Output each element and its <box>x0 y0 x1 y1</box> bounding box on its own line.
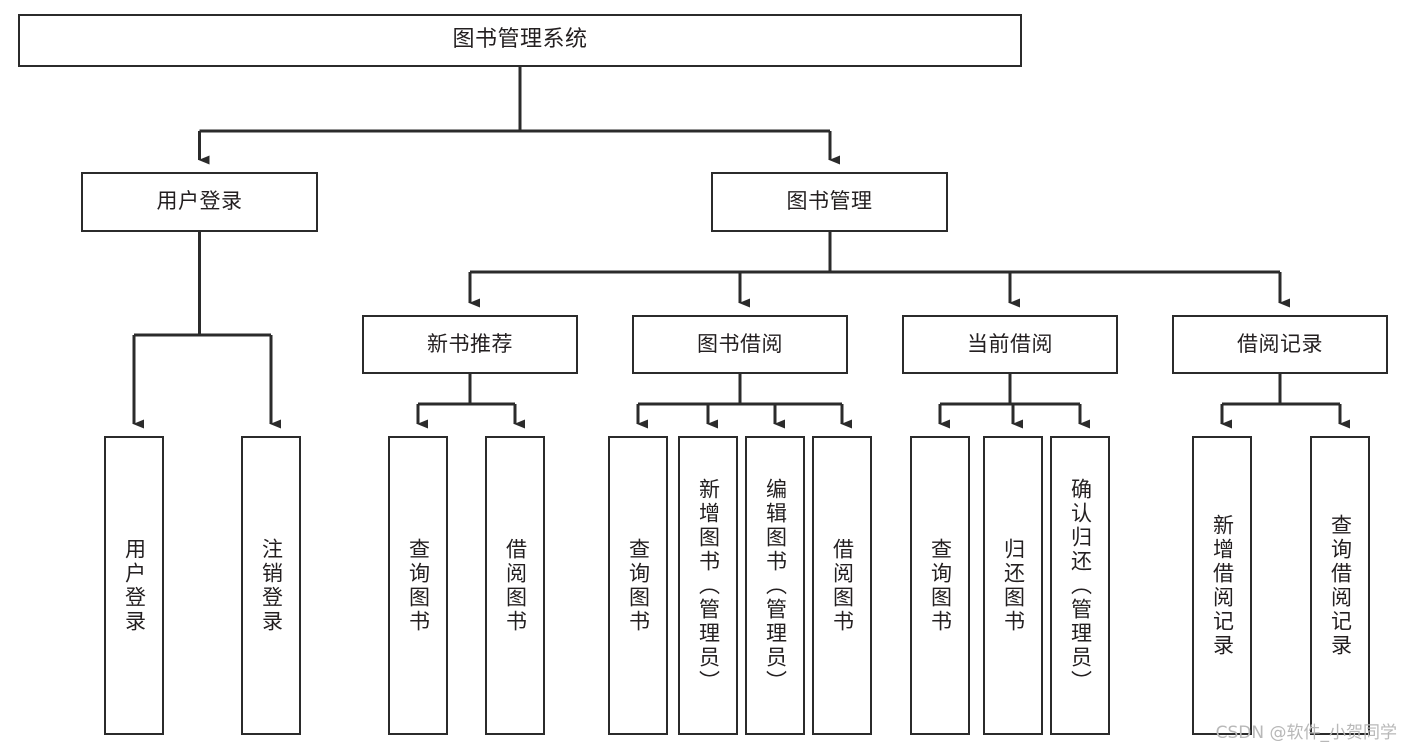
leaf-label: 查询图书 <box>626 537 651 634</box>
leaf-label: 借阅图书 <box>830 537 855 634</box>
leaf-borrow-edit-book-admin[interactable]: 编辑图书（管理员） <box>745 436 805 735</box>
leaf-newbook-query-book[interactable]: 查询图书 <box>388 436 448 735</box>
leaf-label: 确认归还（管理员） <box>1068 477 1093 694</box>
leaf-records-add-record[interactable]: 新增借阅记录 <box>1192 436 1252 735</box>
leaf-label: 编辑图书（管理员） <box>763 477 788 694</box>
node-user-login[interactable]: 用户登录 <box>81 172 318 232</box>
node-label: 借阅记录 <box>1237 331 1323 356</box>
node-borrow-records[interactable]: 借阅记录 <box>1172 315 1388 374</box>
leaf-current-confirm-return-admin[interactable]: 确认归还（管理员） <box>1050 436 1110 735</box>
node-current-borrow[interactable]: 当前借阅 <box>902 315 1118 374</box>
node-label: 新书推荐 <box>427 331 513 356</box>
leaf-label: 查询图书 <box>928 537 953 634</box>
leaf-records-query-record[interactable]: 查询借阅记录 <box>1310 436 1370 735</box>
leaf-current-return-book[interactable]: 归还图书 <box>983 436 1043 735</box>
leaf-borrow-query-book[interactable]: 查询图书 <box>608 436 668 735</box>
leaf-user-logout[interactable]: 注销登录 <box>241 436 301 735</box>
node-book-management[interactable]: 图书管理 <box>711 172 948 232</box>
leaf-label: 新增借阅记录 <box>1210 513 1235 658</box>
leaf-borrow-lend-book[interactable]: 借阅图书 <box>812 436 872 735</box>
leaf-label: 查询图书 <box>406 537 431 634</box>
leaf-label: 新增图书（管理员） <box>696 477 721 694</box>
leaf-newbook-borrow-book[interactable]: 借阅图书 <box>485 436 545 735</box>
node-label: 图书管理系统 <box>452 27 588 53</box>
leaf-label: 查询借阅记录 <box>1328 513 1353 658</box>
node-new-book-recommend[interactable]: 新书推荐 <box>362 315 578 374</box>
leaf-user-login[interactable]: 用户登录 <box>104 436 164 735</box>
node-label: 图书借阅 <box>697 331 783 356</box>
leaf-current-query-book[interactable]: 查询图书 <box>910 436 970 735</box>
node-label: 用户登录 <box>156 189 243 214</box>
leaf-label: 用户登录 <box>122 537 147 634</box>
node-book-borrow[interactable]: 图书借阅 <box>632 315 848 374</box>
node-root-system[interactable]: 图书管理系统 <box>18 14 1022 67</box>
leaf-borrow-add-book-admin[interactable]: 新增图书（管理员） <box>678 436 738 735</box>
leaf-label: 注销登录 <box>259 537 284 634</box>
leaf-label: 归还图书 <box>1001 537 1026 634</box>
leaf-label: 借阅图书 <box>503 537 528 634</box>
node-label: 图书管理 <box>786 189 873 214</box>
node-label: 当前借阅 <box>967 331 1053 356</box>
